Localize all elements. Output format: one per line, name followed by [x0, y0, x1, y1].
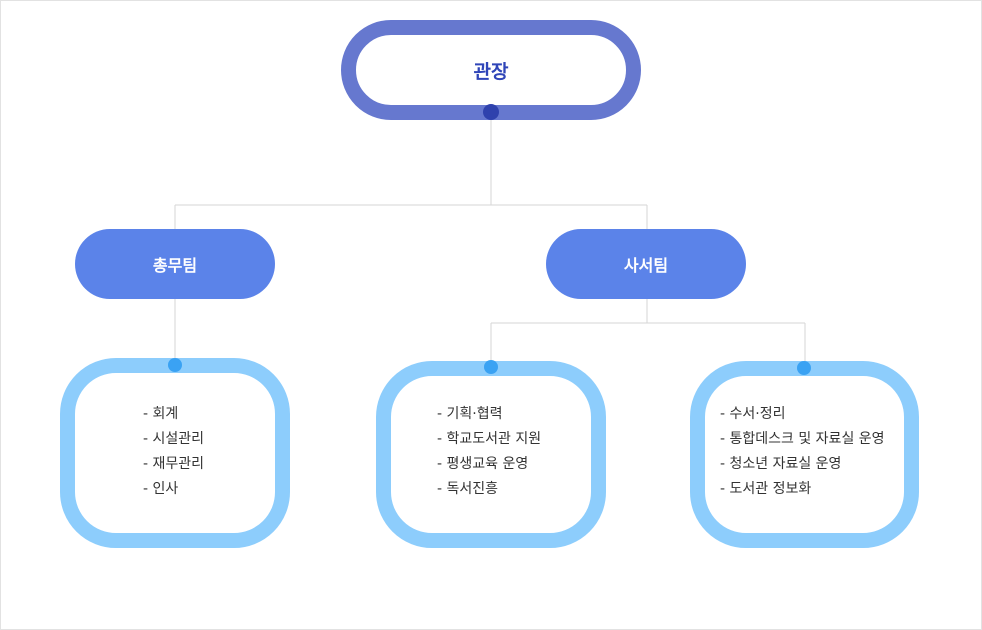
- duty-item: - 기획·협력: [437, 406, 503, 422]
- general-affairs-box-dot: [168, 358, 182, 372]
- librarian-unit-2-box-dot: [797, 361, 811, 375]
- general-affairs-duties-box: [60, 358, 290, 548]
- general-affairs-team-label: 총무팀: [152, 256, 198, 275]
- director-node: 관장: [341, 20, 641, 120]
- duty-item: - 청소년 자료실 운영: [720, 456, 842, 472]
- librarian-team-node: 사서팀: [546, 229, 746, 299]
- duty-item: - 도서관 정보화: [720, 481, 812, 497]
- librarian-unit-1-duty-list: - 기획·협력 - 학교도서관 지원 - 평생교육 운영 - 독서진흥: [437, 402, 541, 502]
- duty-item: - 수서·정리: [720, 406, 786, 422]
- duty-item: - 회계: [143, 406, 179, 422]
- duty-item: - 평생교육 운영: [437, 456, 529, 472]
- librarian-unit-1-duties-box: [376, 361, 606, 548]
- librarian-unit-2-duties-box: [690, 361, 919, 548]
- director-label: 관장: [473, 60, 509, 83]
- duty-item: - 통합데스크 및 자료실 운영: [720, 431, 885, 447]
- duty-item: - 독서진흥: [437, 481, 499, 497]
- director-connector-dot: [483, 104, 499, 120]
- duty-item: - 시설관리: [143, 431, 205, 447]
- general-affairs-duty-list: - 회계 - 시설관리 - 재무관리 - 인사: [143, 402, 204, 502]
- duty-item: - 인사: [143, 481, 179, 497]
- librarian-team-label: 사서팀: [623, 256, 669, 275]
- duty-item: - 학교도서관 지원: [437, 431, 542, 447]
- general-affairs-team-node: 총무팀: [75, 229, 275, 299]
- librarian-unit-2-duty-list: - 수서·정리 - 통합데스크 및 자료실 운영 - 청소년 자료실 운영 - …: [720, 402, 885, 502]
- librarian-unit-1-box-dot: [484, 360, 498, 374]
- duty-item: - 재무관리: [143, 456, 205, 472]
